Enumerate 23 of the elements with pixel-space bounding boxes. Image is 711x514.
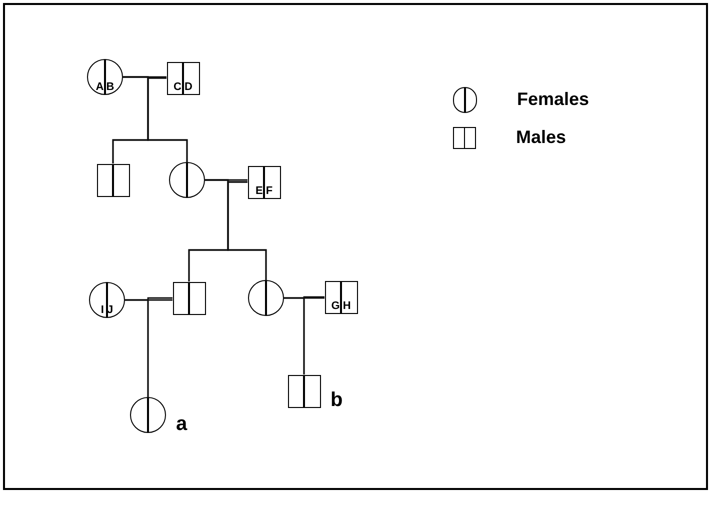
allele-label: G H <box>330 300 352 312</box>
allele-label: A B <box>94 81 116 93</box>
allele-label: C D <box>172 80 194 92</box>
female-symbol <box>89 282 125 318</box>
male-symbol <box>172 282 206 314</box>
female-symbol <box>169 162 205 198</box>
individual-label: a <box>176 413 188 435</box>
female-symbol <box>248 280 284 316</box>
female-symbol <box>87 59 123 95</box>
legend-label: Females <box>517 88 590 111</box>
female-symbol <box>130 397 166 433</box>
male-symbol <box>288 374 320 408</box>
pedigree-line <box>227 181 267 280</box>
male-symbol <box>96 164 130 196</box>
male-symbol <box>166 62 200 94</box>
legend-label: Males <box>516 126 566 149</box>
individual-label: b <box>330 389 343 411</box>
allele-label: E F <box>254 184 274 196</box>
male-symbol <box>248 166 280 198</box>
pedigree-line <box>147 297 172 397</box>
pedigree-line <box>303 296 324 374</box>
male-symbol <box>324 280 358 314</box>
pedigree-line <box>147 77 188 162</box>
